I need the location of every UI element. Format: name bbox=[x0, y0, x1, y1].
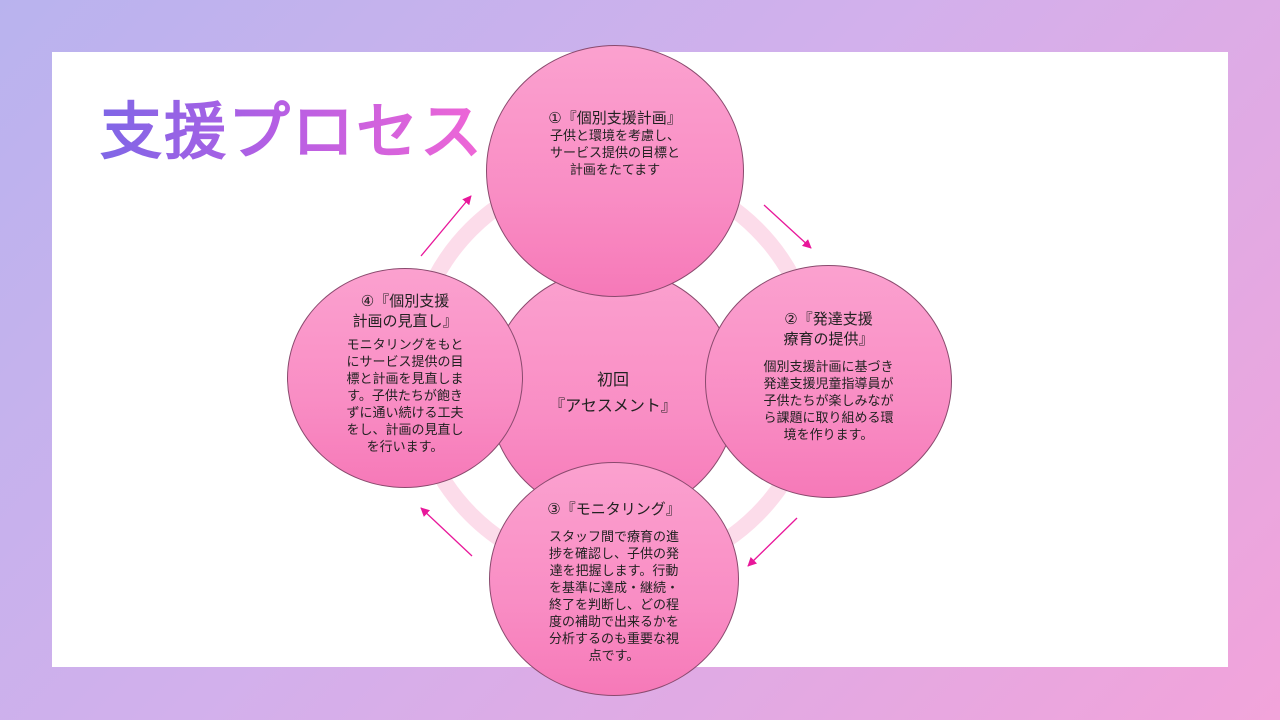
step3-body-line: 分析するのも重要な視 bbox=[548, 632, 679, 647]
step2-body-line: ら課題に取り組める環 bbox=[763, 411, 894, 426]
step4-body-line: にサービス提供の目 bbox=[346, 354, 464, 370]
step2-body-line: 個別支援計画に基づき bbox=[763, 360, 894, 375]
step3-body-line: 点です。 bbox=[588, 649, 640, 664]
step3-body-line: スタッフ間で療育の進 bbox=[548, 530, 679, 545]
arrow-step2-to-step3 bbox=[747, 517, 798, 567]
assessment-line2: 『アセスメント』 bbox=[549, 396, 677, 415]
step4-body-line: モニタリングをもと bbox=[346, 337, 464, 353]
step2-heading-line: ②『発達支援 bbox=[784, 310, 873, 328]
step4-heading-line: 計画の見直し』 bbox=[352, 311, 458, 330]
step1-body-line: サービス提供の目標と bbox=[549, 146, 680, 161]
step3-body-line: 達を把握します。行動 bbox=[549, 564, 679, 579]
step4-circle: ④『個別支援 計画の見直し』 モニタリングをもと にサービス提供の目 標と計画を… bbox=[287, 268, 523, 488]
step3-body-line: 捗を確認し、子供の発 bbox=[548, 547, 679, 562]
step1-body-line: 子供と環境を考慮し、 bbox=[549, 129, 680, 144]
step4-body-line: を行います。 bbox=[366, 439, 444, 455]
step3-body-line: 終了を判断し、どの程 bbox=[548, 598, 679, 613]
step4-body-line: ずに通い続ける工夫 bbox=[346, 405, 464, 421]
assessment-line1: 初回 bbox=[596, 370, 629, 389]
step4-body-line: をし、計画の見直し bbox=[346, 422, 464, 438]
arrow-step3-to-step4 bbox=[420, 507, 473, 557]
step2-circle: ②『発達支援 療育の提供』 個別支援計画に基づき 発達支援児童指導員が 子供たち… bbox=[705, 265, 952, 498]
step4-body-line: 標と計画を見直しま bbox=[346, 371, 464, 387]
arrow-step4-to-step1 bbox=[420, 195, 472, 257]
slide-title: 支援プロセス bbox=[100, 95, 485, 168]
step4-body-line: す。子供たちが飽き bbox=[347, 388, 463, 404]
step3-circle: ③『モニタリング』 スタッフ間で療育の進 捗を確認し、子供の発 達を把握します。… bbox=[489, 462, 739, 696]
step3-body-line: 度の補助で出来るかを bbox=[548, 615, 679, 630]
step3-body-line: を基準に達成・継続・ bbox=[548, 581, 679, 596]
step1-heading: ①『個別支援計画』 bbox=[548, 109, 682, 127]
step3-heading: ③『モニタリング』 bbox=[547, 500, 681, 518]
step2-body-line: 境を作ります。 bbox=[783, 428, 874, 443]
step1-circle: ①『個別支援計画』 子供と環境を考慮し、 サービス提供の目標と 計画をたてます bbox=[486, 45, 744, 297]
arrow-step1-to-step2 bbox=[763, 204, 812, 249]
step2-heading-line: 療育の提供』 bbox=[783, 330, 874, 348]
step2-body-line: 子供たちが楽しみなが bbox=[763, 394, 894, 409]
step4-heading-line: ④『個別支援 bbox=[360, 291, 450, 310]
step2-body-line: 発達支援児童指導員が bbox=[763, 377, 894, 392]
step1-body-line: 計画をたてます bbox=[569, 163, 661, 178]
